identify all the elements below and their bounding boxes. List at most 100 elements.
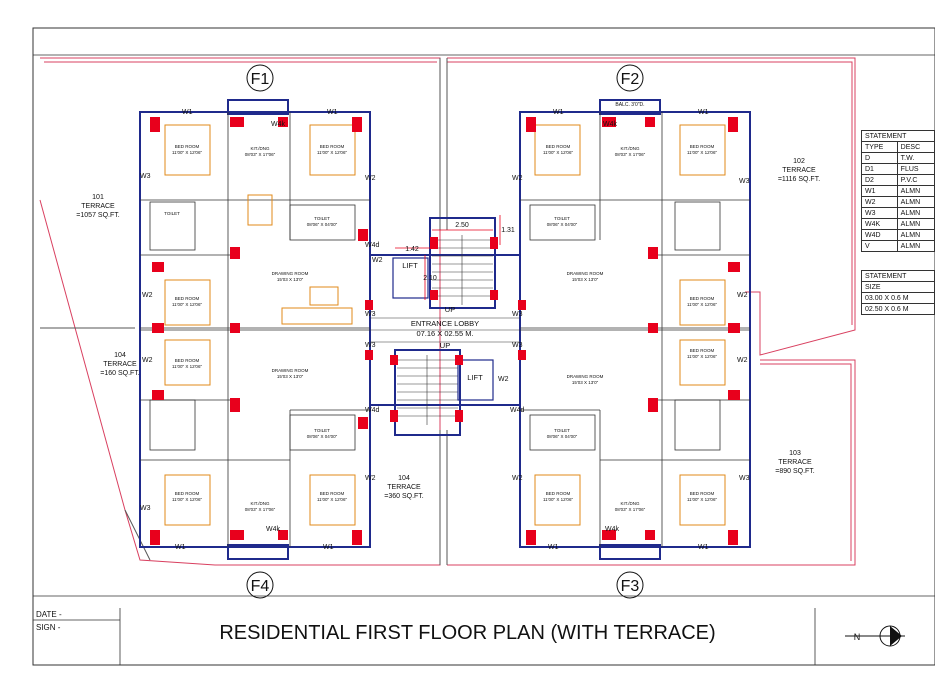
statement-cell: ALMN <box>896 218 935 230</box>
toilet-blocks <box>149 201 721 451</box>
wall-stair-bottom <box>394 349 461 436</box>
flat-markers <box>246 64 644 599</box>
wall-balcony-f2 <box>599 99 661 115</box>
flat-label-f4: F4 <box>251 578 270 595</box>
win-w1-c: W1 <box>553 109 564 116</box>
drawing-title: RESIDENTIAL FIRST FLOOR PLAN (WITH TERRA… <box>219 622 716 644</box>
room-bed-f2a: BED ROOM <box>546 144 571 149</box>
partitions <box>140 112 750 547</box>
dim-lift-width: 1.42 <box>405 246 419 253</box>
win-w2-g: W2 <box>737 292 748 299</box>
room-bed-f4b-size: 11'00" X 12'06" <box>317 497 348 502</box>
room-toilet-f1: TOILET <box>314 216 330 221</box>
lift-label-bottom: LIFT <box>467 373 483 382</box>
balcony-label: BALC. 3'0"D. <box>615 102 644 108</box>
win-w2-f: W2 <box>142 357 153 364</box>
room-bed-f1b: BED ROOM <box>320 144 345 149</box>
statement-cell: W3 <box>861 207 898 219</box>
room-toilet-f4: TOILET <box>314 428 330 433</box>
lift-shaft-top <box>392 257 429 299</box>
win-w4k-a: W4k <box>271 121 286 128</box>
win-w4d-c: W4d <box>510 407 525 414</box>
room-bed-f3b: BED ROOM <box>690 491 715 496</box>
room-bed-f4a-size: 11'00" X 12'06" <box>172 497 203 502</box>
room-toilet-f1b: TOILET <box>164 211 180 216</box>
room-bed-f3b-size: 11'00" X 12'06" <box>687 497 718 502</box>
wall-stair-top <box>429 217 496 309</box>
terrace-104a-area: =160 SQ.FT. <box>100 370 140 377</box>
win-w1-b: W1 <box>327 109 338 116</box>
win-w3-f: W3 <box>365 342 376 349</box>
win-w1-h: W1 <box>698 544 709 551</box>
win-w3-a: W3 <box>140 173 151 180</box>
terrace-103-number: 103 <box>789 450 801 457</box>
win-w2-e: W2 <box>142 292 153 299</box>
room-kit-f2: KIT./DNG <box>620 146 640 151</box>
flat-label-f1: F1 <box>251 71 270 88</box>
statement-cell: T.W. <box>896 152 935 164</box>
win-w3-c: W3 <box>739 178 750 185</box>
lobby-label: ENTRANCE LOBBY <box>411 319 479 328</box>
win-w3-e: W3 <box>365 311 376 318</box>
room-bed-f2a-size: 11'00" X 12'06" <box>543 150 574 155</box>
statement-cell: W4K <box>861 218 898 230</box>
terrace-101-name: TERRACE <box>81 203 115 210</box>
room-bed-f3c: BED ROOM <box>690 348 715 353</box>
wall-west-block <box>139 111 371 548</box>
statement2-row: SIZE <box>861 281 935 293</box>
wall-east-block <box>519 111 751 548</box>
date-label: DATE - <box>36 610 62 619</box>
win-w4k-b: W4k <box>603 121 618 128</box>
room-kit-f1-size: 08'03" X 17'06" <box>245 152 276 157</box>
furniture <box>164 124 726 526</box>
room-bed-f2c-size: 11'00" X 12'06" <box>687 302 718 307</box>
win-w2-j: W2 <box>498 376 509 383</box>
dim-lift-depth: 2.10 <box>423 275 437 282</box>
room-bed-f1c: BED ROOM <box>175 296 200 301</box>
win-w4k-c: W4k <box>266 526 281 533</box>
lift-label-top: LIFT <box>402 261 418 270</box>
columns <box>150 117 740 545</box>
terrace-104a-number: 104 <box>114 352 126 359</box>
statement-cell: V <box>861 240 898 252</box>
room-drawing-f1: DRAWING ROOM <box>272 271 309 276</box>
win-w1-f: W1 <box>323 544 334 551</box>
terrace-103-area: =890 SQ.FT. <box>775 468 815 475</box>
win-w4k-d: W4k <box>605 526 620 533</box>
terrace-101-area: =1057 SQ.FT. <box>76 212 119 219</box>
win-w1-a: W1 <box>182 109 193 116</box>
north-arrow-icon <box>845 625 905 647</box>
room-drawing-f2-size: 15'03 X 13'0" <box>572 277 599 282</box>
room-bed-f1a: BED ROOM <box>175 144 200 149</box>
room-kit-f1: KIT./DNG <box>250 146 270 151</box>
terrace-102-name: TERRACE <box>782 167 816 174</box>
terrace-103-name: TERRACE <box>778 459 812 466</box>
win-w2-c: W2 <box>512 175 523 182</box>
room-bed-f3a-size: 11'00" X 12'06" <box>543 497 574 502</box>
room-bed-f2b-size: 11'00" X 12'06" <box>687 150 718 155</box>
win-w2-b: W2 <box>365 475 376 482</box>
statement-cell: ALMN <box>896 240 935 252</box>
terrace-101-number: 101 <box>92 194 104 201</box>
statement2-cell: 03.00 X 0.6 M <box>861 292 935 304</box>
room-labels: BED ROOM 11'00" X 12'06" BED ROOM 11'00"… <box>164 144 717 512</box>
statement2-header: STATEMENT <box>861 270 935 282</box>
statement2-row: 03.00 X 0.6 M <box>861 292 935 304</box>
statement-cell: ALMN <box>896 185 935 197</box>
window-tags: W1 W1 W1 W1 W1 W1 W1 W1 W4k W4k W4k W4k … <box>140 109 750 551</box>
flat-label-f2: F2 <box>621 71 640 88</box>
room-bed-f1c-size: 11'00" X 12'06" <box>172 302 203 307</box>
room-drawing-f4: DRAWING ROOM <box>272 368 309 373</box>
room-bed-f1a-size: 11'00" X 12'06" <box>172 150 203 155</box>
statement-cell: D1 <box>861 163 898 175</box>
win-w1-d: W1 <box>698 109 709 116</box>
